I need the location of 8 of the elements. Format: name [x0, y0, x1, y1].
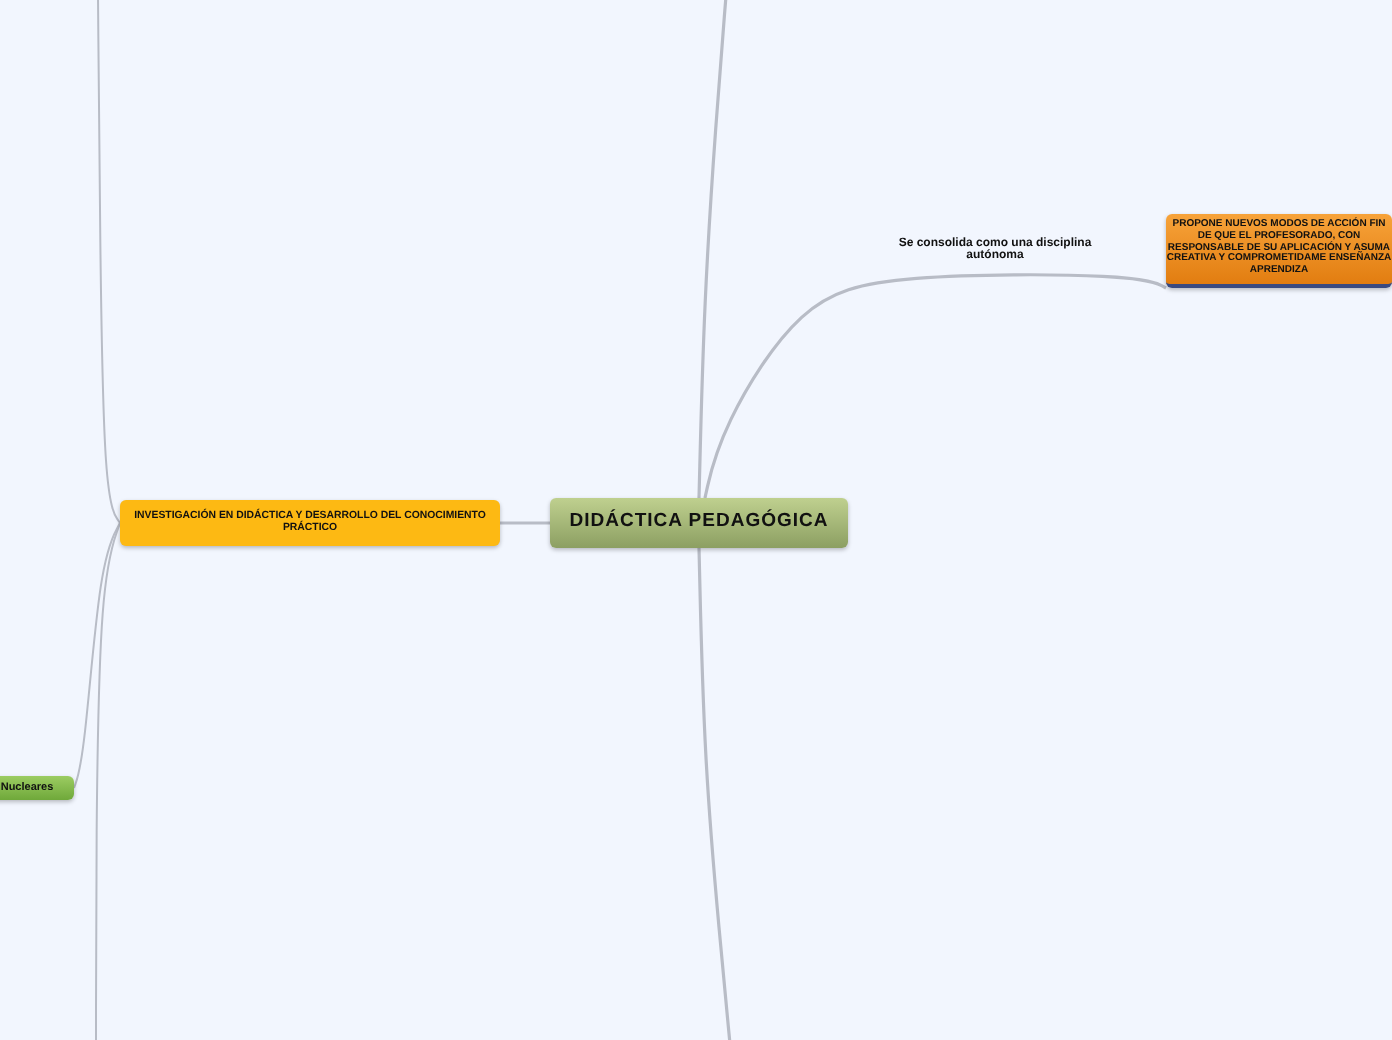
connector-line [500, 521, 550, 525]
connector-line [697, 0, 728, 499]
central-topic-box: DIDÁCTICA PEDAGÓGICA [550, 498, 848, 548]
connector-line [73, 522, 121, 789]
connector-line [703, 273, 1167, 499]
connector-line [97, 0, 121, 524]
connector-line [95, 522, 121, 1040]
connector-line [697, 547, 732, 1040]
